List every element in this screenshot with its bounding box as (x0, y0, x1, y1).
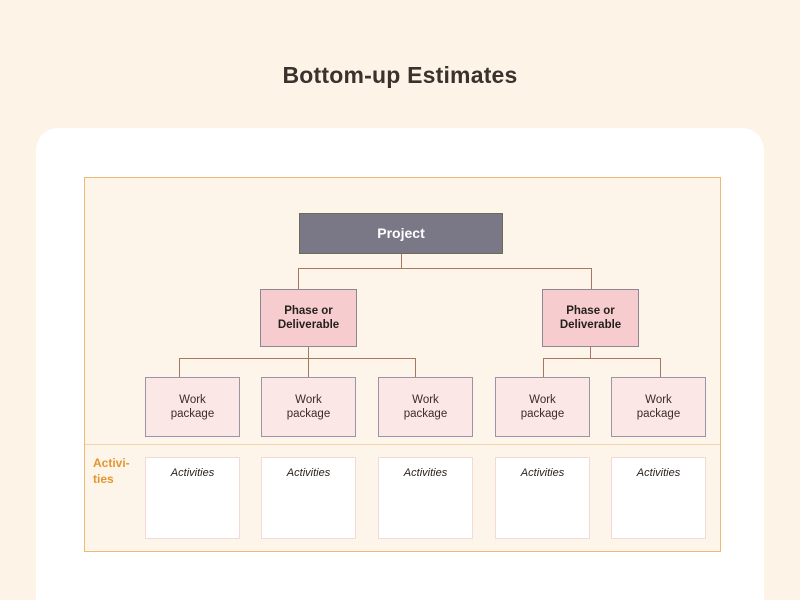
connector-phase-1-stem (590, 347, 591, 358)
connector-phase-0-drop (298, 268, 299, 289)
connector-phase-1-drop (591, 268, 592, 289)
page-title: Bottom-up Estimates (282, 62, 518, 88)
activities-box-3[interactable]: Activities (495, 457, 590, 539)
node-work-package-0[interactable]: Work package (145, 377, 240, 437)
node-work-package-4[interactable]: Work package (611, 377, 706, 437)
activities-box-3-label: Activities (520, 467, 565, 479)
node-work-package-1[interactable]: Work package (261, 377, 356, 437)
connector-phase-1-bus (543, 358, 660, 359)
node-phase-0-label: Phase or Deliverable (277, 304, 340, 331)
node-work-package-0-label: Work package (170, 393, 215, 420)
node-phase-1-label: Phase or Deliverable (559, 304, 622, 331)
node-work-package-3-label: Work package (520, 393, 565, 420)
connector-project-bus (298, 268, 591, 269)
node-phase-1[interactable]: Phase or Deliverable (542, 289, 639, 347)
connector-project-stem (401, 254, 402, 268)
connector-wp-4-drop (660, 358, 661, 377)
activities-box-0-label: Activities (170, 467, 215, 479)
activities-box-4-label: Activities (636, 467, 681, 479)
connector-phase-0-bus (179, 358, 415, 359)
connector-wp-0-drop (179, 358, 180, 377)
connector-wp-1-drop (308, 358, 309, 377)
activities-box-4[interactable]: Activities (611, 457, 706, 539)
connector-phase-0-stem (308, 347, 309, 358)
wbs-diagram-panel: Project Phase or Deliverable Phase or De… (84, 177, 721, 552)
activities-box-0[interactable]: Activities (145, 457, 240, 539)
connector-wp-2-drop (415, 358, 416, 377)
activities-box-1[interactable]: Activities (261, 457, 356, 539)
node-work-package-2[interactable]: Work package (378, 377, 473, 437)
node-work-package-3[interactable]: Work package (495, 377, 590, 437)
node-work-package-4-label: Work package (636, 393, 681, 420)
activities-box-2[interactable]: Activities (378, 457, 473, 539)
activities-row-divider (85, 444, 720, 445)
connector-wp-3-drop (543, 358, 544, 377)
node-work-package-2-label: Work package (403, 393, 448, 420)
activities-box-1-label: Activities (286, 467, 331, 479)
node-project-label: Project (377, 224, 425, 241)
activities-row-label: Activi- ties (93, 456, 130, 487)
node-work-package-1-label: Work package (286, 393, 331, 420)
node-phase-0[interactable]: Phase or Deliverable (260, 289, 357, 347)
activities-box-2-label: Activities (403, 467, 448, 479)
node-project[interactable]: Project (299, 213, 503, 254)
